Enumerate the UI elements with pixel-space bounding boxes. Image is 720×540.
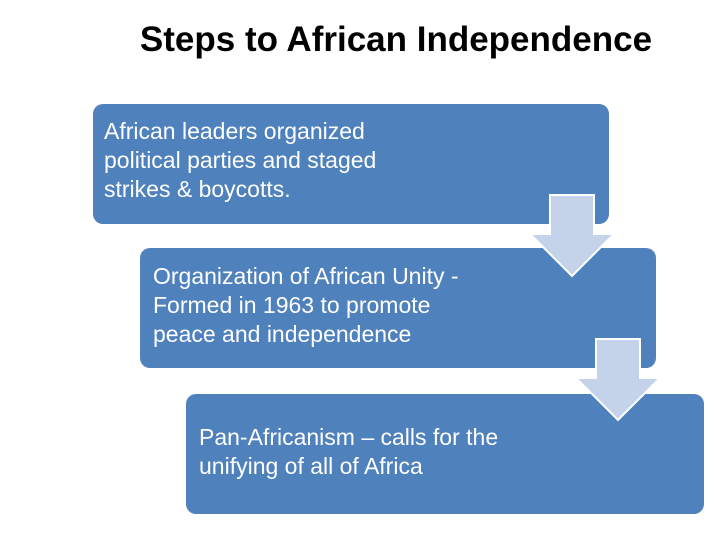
process-step-1: African leaders organized political part… xyxy=(93,104,609,224)
step-2-text: Organization of African Unity - Formed i… xyxy=(153,263,459,347)
process-step-2: Organization of African Unity - Formed i… xyxy=(140,248,656,368)
down-arrow-icon-1 xyxy=(528,194,616,278)
step-1-text: African leaders organized political part… xyxy=(104,118,377,202)
page-title: Steps to African Independence xyxy=(139,20,653,59)
down-arrow-icon-2 xyxy=(574,338,662,422)
step-3-text: Pan-Africanism – calls for the unifying … xyxy=(199,424,499,479)
